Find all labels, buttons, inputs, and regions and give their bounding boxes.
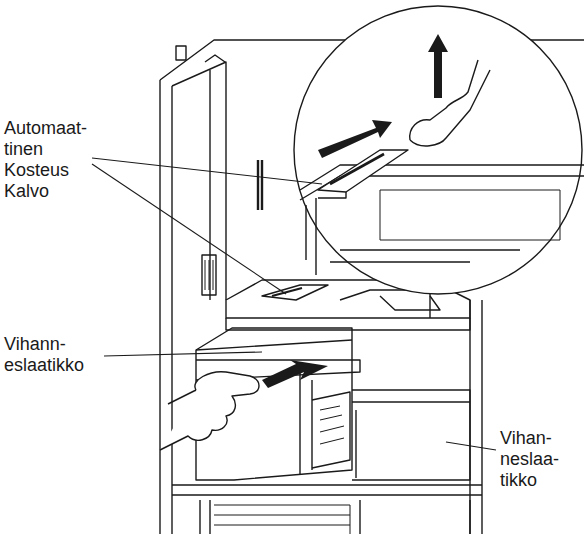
lower-drawer [214, 505, 350, 534]
part-label: Automaat- tinen Kosteus Kalvo [4, 118, 92, 202]
drawer-top-edge [196, 340, 352, 350]
drawer-side [300, 372, 312, 475]
shelf-tray [380, 296, 440, 310]
cabinet-inner-back [209, 70, 210, 300]
part-label: Vihan- neslaa- tikko [500, 428, 578, 491]
hand-drawer [160, 372, 259, 450]
leader-line [446, 442, 496, 450]
hand-zoom-lower [410, 70, 490, 146]
cabinet-inner-corner [172, 62, 226, 300]
hinge [176, 46, 186, 60]
pull-arrow [262, 360, 328, 388]
lower-frame [200, 500, 470, 534]
lift-arrow [428, 34, 448, 98]
side-vent [202, 255, 216, 295]
zoom-membrane-slot [330, 154, 384, 184]
cabinet-right-wall [470, 300, 482, 534]
cabinet-left-inner [171, 86, 172, 534]
zoom-frame-front [330, 250, 520, 262]
zoom-membrane-edge [318, 192, 346, 198]
wrist [168, 390, 196, 404]
zoom-circle [294, 6, 582, 294]
cabinet-left-edge [159, 80, 160, 534]
zoom-membrane [318, 150, 408, 192]
humidity-membrane-shelf [262, 285, 328, 300]
zoom-glass [380, 190, 560, 240]
crisper-drawer-right [352, 390, 470, 480]
drawer-bottom-rail [172, 485, 482, 495]
side-vent-slot [258, 160, 262, 210]
part-label: Vihann- eslaatikko [4, 334, 104, 376]
vent-slots [205, 260, 213, 290]
hinge-bracket [205, 55, 225, 62]
slide-arrow [318, 120, 392, 158]
shelf-frame [340, 290, 430, 318]
drawer-right-rim [352, 401, 470, 402]
membrane-slot [272, 288, 302, 296]
leader-line [92, 164, 286, 294]
drawer-ribs [320, 406, 344, 444]
leader-line [92, 158, 322, 184]
leader-line [104, 352, 262, 356]
hand-zoom [410, 60, 478, 140]
drawer-right-side [355, 410, 356, 478]
drawer-end [312, 392, 350, 468]
zoom-frame-left [306, 198, 316, 275]
